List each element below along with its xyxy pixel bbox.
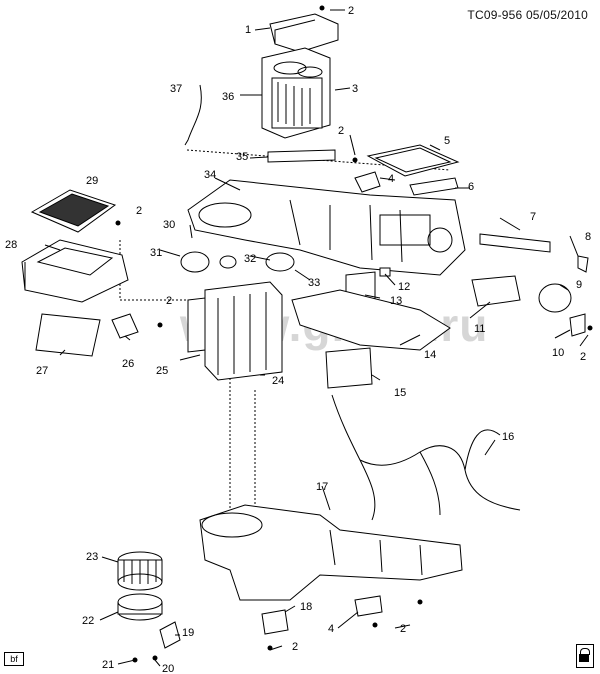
part-26-actuator bbox=[111, 313, 139, 339]
callout-21: 21 bbox=[102, 659, 114, 671]
callout-4b: 4 bbox=[328, 623, 334, 635]
callout-2: 2 bbox=[348, 5, 354, 17]
callout-2g: 2 bbox=[292, 641, 298, 653]
callout-2b: 2 bbox=[338, 125, 344, 137]
lock-icon bbox=[576, 644, 594, 668]
callout-31: 31 bbox=[150, 247, 162, 259]
part-7-seal bbox=[479, 233, 551, 253]
callout-28: 28 bbox=[5, 239, 17, 251]
part-9-actuator bbox=[538, 283, 572, 313]
callout-14: 14 bbox=[424, 349, 436, 361]
part-22-motor bbox=[117, 593, 163, 621]
callout-2e: 2 bbox=[580, 351, 586, 363]
part-4-actuator bbox=[354, 171, 381, 193]
part-19-bracket bbox=[159, 621, 181, 649]
callout-2c: 2 bbox=[136, 205, 142, 217]
callout-16: 16 bbox=[502, 431, 514, 443]
callout-34: 34 bbox=[204, 169, 216, 181]
corner-tag: bf bbox=[4, 652, 24, 666]
part-28-housing bbox=[21, 239, 129, 303]
callout-25: 25 bbox=[156, 365, 168, 377]
callout-10: 10 bbox=[552, 347, 564, 359]
callout-23: 23 bbox=[86, 551, 98, 563]
callout-19: 19 bbox=[182, 627, 194, 639]
part-1-cover bbox=[269, 13, 339, 53]
callout-18: 18 bbox=[300, 601, 312, 613]
callout-3: 3 bbox=[352, 83, 358, 95]
callout-32: 32 bbox=[244, 253, 256, 265]
callout-4: 4 bbox=[388, 173, 394, 185]
callout-20: 20 bbox=[162, 663, 174, 674]
callout-2f: 2 bbox=[400, 623, 406, 635]
part-16-harness bbox=[331, 394, 521, 521]
part-11-door bbox=[471, 275, 521, 307]
part-23-blower bbox=[117, 551, 163, 591]
callout-17: 17 bbox=[316, 481, 328, 493]
part-10-actuator bbox=[569, 313, 586, 337]
part-6-seal bbox=[409, 177, 459, 196]
part-29-air-filter bbox=[30, 189, 117, 233]
callout-15: 15 bbox=[394, 387, 406, 399]
callout-9: 9 bbox=[576, 279, 582, 291]
callout-1: 1 bbox=[245, 24, 251, 36]
diagram-header: TC09-956 05/05/2010 bbox=[467, 8, 588, 22]
part-17-lower-case bbox=[199, 504, 463, 601]
callout-36: 36 bbox=[222, 91, 234, 103]
callout-13: 13 bbox=[390, 295, 402, 307]
callout-29: 29 bbox=[86, 175, 98, 187]
callout-22: 22 bbox=[82, 615, 94, 627]
part-37-sensor bbox=[184, 84, 202, 146]
part-15-door bbox=[325, 347, 373, 389]
callout-26: 26 bbox=[122, 358, 134, 370]
callout-8: 8 bbox=[585, 231, 591, 243]
diagram-id: TC09-956 bbox=[467, 8, 523, 22]
part-31-seal bbox=[180, 251, 210, 273]
callout-30: 30 bbox=[163, 219, 175, 231]
part-33-seal bbox=[265, 252, 295, 272]
part-12-clip bbox=[379, 267, 391, 277]
part-8-clip bbox=[577, 255, 589, 273]
callout-5: 5 bbox=[444, 135, 450, 147]
callout-24: 24 bbox=[272, 375, 284, 387]
callout-27: 27 bbox=[36, 365, 48, 377]
fasteners bbox=[115, 5, 593, 663]
part-27-panel bbox=[35, 313, 101, 357]
part-35-seal bbox=[267, 149, 336, 163]
callout-35: 35 bbox=[236, 151, 248, 163]
callout-12: 12 bbox=[398, 281, 410, 293]
part-24-evaporator bbox=[204, 281, 283, 381]
part-3-heater-core bbox=[261, 47, 331, 139]
callout-33: 33 bbox=[308, 277, 320, 289]
part-18-resistor bbox=[261, 609, 289, 635]
part-4-actuator-lower bbox=[354, 595, 383, 617]
part-34-upper-case bbox=[187, 179, 466, 276]
part-5-filter bbox=[366, 144, 460, 177]
diagram-date: 05/05/2010 bbox=[525, 8, 588, 22]
callout-11: 11 bbox=[474, 323, 485, 335]
part-32-seal bbox=[219, 255, 237, 269]
callout-6: 6 bbox=[468, 181, 474, 193]
callout-7: 7 bbox=[530, 211, 536, 223]
part-14-duct bbox=[291, 289, 451, 351]
callout-2d: 2 bbox=[166, 295, 172, 307]
part-25-bracket bbox=[187, 297, 206, 353]
callout-37: 37 bbox=[170, 83, 182, 95]
